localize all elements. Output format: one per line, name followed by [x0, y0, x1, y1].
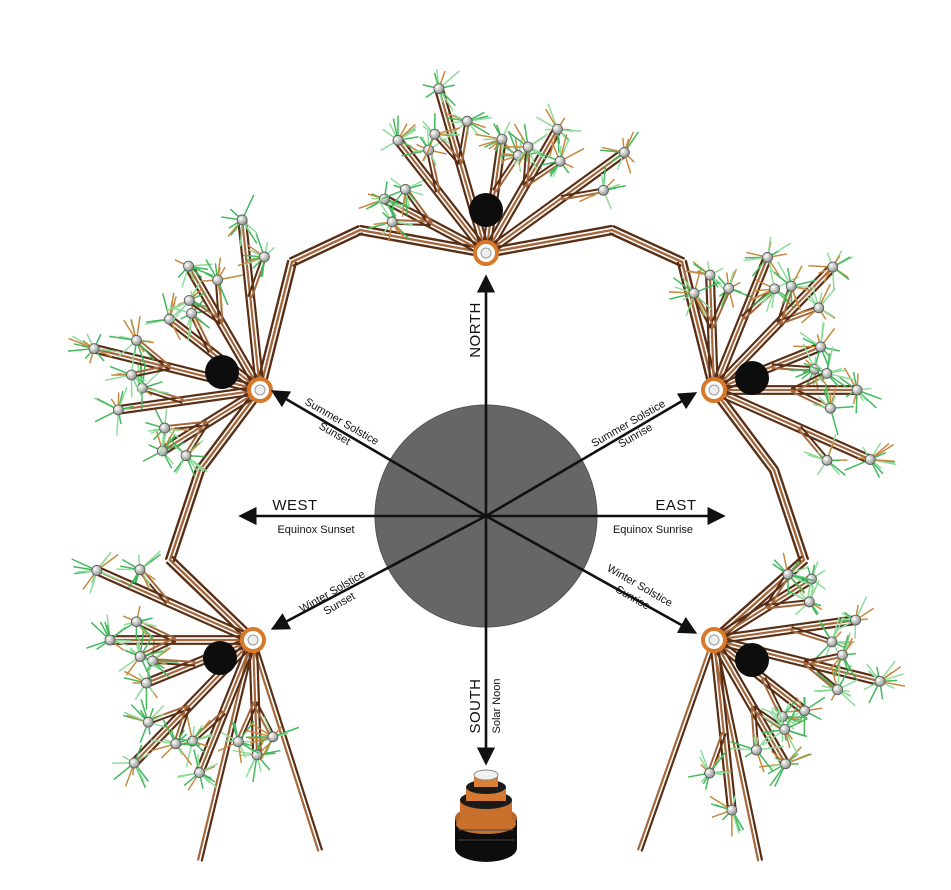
- hub-ring-icon: [703, 379, 725, 401]
- stacked-rings-icon: [455, 770, 517, 862]
- northwest-tree: [68, 195, 275, 476]
- dark-disc: [203, 641, 237, 675]
- east-sub-label: Equinox Sunrise: [613, 524, 693, 536]
- hub-ring-icon: [703, 629, 725, 651]
- page-title: Inform: [8, 0, 145, 10]
- dark-disc: [469, 193, 503, 227]
- west-sub-label: Equinox Sunset: [277, 524, 354, 536]
- south-sub-label: Solar Noon: [491, 678, 503, 733]
- dark-disc: [735, 643, 769, 677]
- east-label: EAST: [655, 497, 696, 514]
- south-label: SOUTH: [467, 679, 484, 734]
- winter-sunrise-label: Winter Solstice Sunrise: [598, 562, 675, 621]
- dark-disc: [205, 355, 239, 389]
- northeast-tree: [669, 237, 897, 478]
- winter-sunset-label: Winter Solstice Sunset: [298, 568, 375, 627]
- hub-ring-icon: [475, 242, 497, 264]
- north-label: NORTH: [467, 302, 484, 358]
- hub-ring-icon: [242, 629, 264, 651]
- dark-disc: [735, 361, 769, 395]
- west-label: WEST: [272, 497, 317, 514]
- southeast-tree: [688, 553, 905, 837]
- hub-ring-icon: [249, 379, 271, 401]
